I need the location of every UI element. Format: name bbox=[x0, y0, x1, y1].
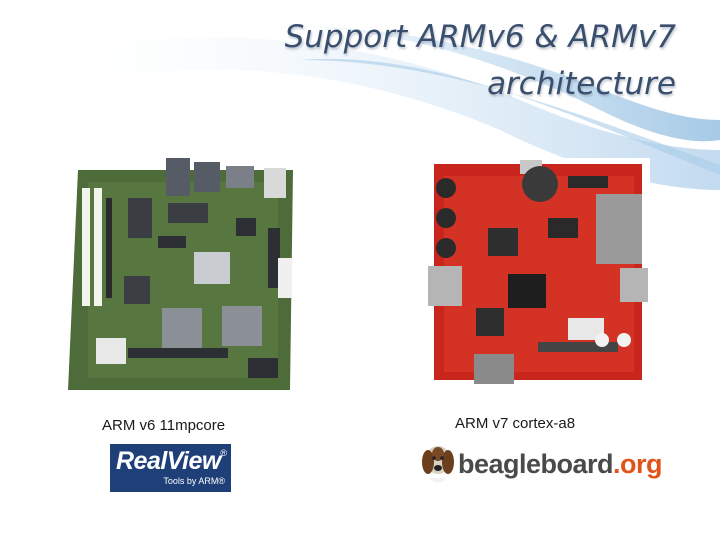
realview-logo-text: RealView bbox=[116, 447, 221, 475]
beagleboard-logo: beagleboard.org bbox=[420, 440, 663, 488]
right-caption: ARM v7 cortex-a8 bbox=[455, 415, 576, 432]
beagleboard-logo-main: beagleboard bbox=[458, 449, 614, 479]
left-caption: ARM v6 11mpcore bbox=[102, 417, 226, 434]
beagle-dog-icon bbox=[422, 446, 454, 483]
beagleboard-image bbox=[428, 158, 650, 388]
beagleboard-logo-text: beagleboard.org bbox=[458, 449, 663, 480]
realview-logo: RealView ® Tools by ARM® bbox=[110, 444, 231, 492]
title-line-1: Support ARMv6 & ARMv7 bbox=[284, 19, 676, 55]
realview-logo-registered: ® bbox=[220, 448, 227, 458]
beagleboard-logo-suffix: .org bbox=[613, 449, 663, 479]
arm-v6-board-image bbox=[68, 158, 298, 390]
realview-logo-subtitle: Tools by ARM® bbox=[163, 476, 225, 486]
slide-title: Support ARMv6 & ARMv7 architecture bbox=[156, 14, 676, 108]
title-line-2: architecture bbox=[487, 66, 676, 102]
